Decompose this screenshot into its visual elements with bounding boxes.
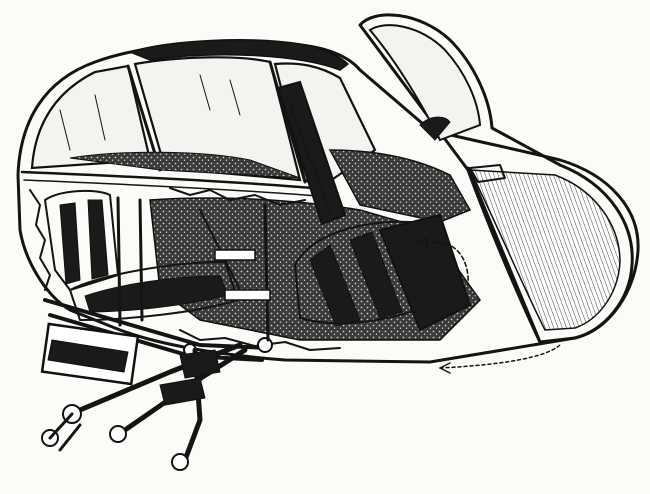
body-shell	[16, 39, 640, 364]
rear-seat	[44, 189, 239, 327]
front-seat	[276, 80, 472, 332]
open-door	[358, 13, 634, 374]
interior-struts	[199, 203, 271, 342]
attachment-linkage	[41, 342, 248, 471]
